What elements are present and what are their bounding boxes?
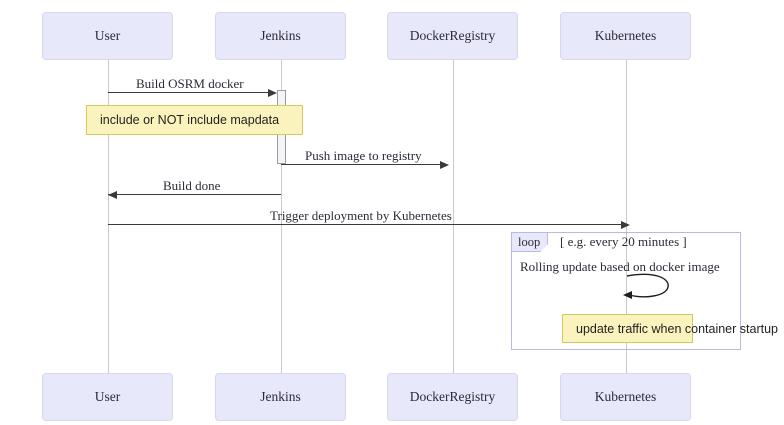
participant-dockerregistry-top[interactable]: DockerRegistry <box>387 12 518 60</box>
participant-dockerregistry-bottom[interactable]: DockerRegistry <box>387 373 518 421</box>
participant-label: User <box>94 28 121 43</box>
participant-label: DockerRegistry <box>409 28 496 43</box>
participant-label: Kubernetes <box>594 28 657 43</box>
self-message-arrow-rolling-update <box>623 273 669 299</box>
lifeline-dockerregistry <box>453 60 454 373</box>
message-arrowhead-build-osrm-docker <box>268 88 277 97</box>
loop-fragment <box>511 232 741 350</box>
message-line-build-osrm-docker <box>108 92 273 93</box>
message-arrowhead-build-done <box>108 190 117 199</box>
loop-operator-label: loop <box>518 234 541 249</box>
loop-fragment-operator-tab: loop <box>512 233 549 252</box>
participant-user-bottom[interactable]: User <box>42 373 173 421</box>
loop-fragment-guard: [ e.g. every 20 minutes ] <box>560 234 687 249</box>
message-line-push-image-to-registry <box>281 164 445 165</box>
participant-label: Kubernetes <box>594 389 657 404</box>
participant-jenkins-bottom[interactable]: Jenkins <box>215 373 346 421</box>
lifeline-jenkins <box>281 60 282 373</box>
participant-kubernetes-top[interactable]: Kubernetes <box>560 12 691 60</box>
note-text: update traffic when container startup <box>576 321 778 336</box>
message-label-rolling-update: Rolling update based on docker image <box>520 259 720 274</box>
message-arrowhead-trigger-deployment <box>621 220 630 229</box>
participant-label: DockerRegistry <box>409 389 496 404</box>
note-mapdata: include or NOT include mapdata <box>86 105 303 135</box>
participant-jenkins-top[interactable]: Jenkins <box>215 12 346 60</box>
message-label-push-image-to-registry: Push image to registry <box>305 148 422 163</box>
message-label-trigger-deployment: Trigger deployment by Kubernetes <box>270 208 452 223</box>
note-text: include or NOT include mapdata <box>100 113 280 127</box>
participant-label: Jenkins <box>260 389 301 404</box>
participant-label: Jenkins <box>260 28 301 43</box>
participant-kubernetes-bottom[interactable]: Kubernetes <box>560 373 691 421</box>
message-label-build-done: Build done <box>163 178 221 193</box>
message-arrowhead-push-image-to-registry <box>440 160 449 169</box>
message-line-trigger-deployment <box>108 224 626 225</box>
participant-label: User <box>94 389 121 404</box>
lifeline-user <box>108 60 109 373</box>
message-label-build-osrm-docker: Build OSRM docker <box>136 76 244 91</box>
note-update-traffic: update traffic when container startup <box>562 314 778 343</box>
message-line-build-done <box>108 194 281 195</box>
lifeline-kubernetes <box>626 60 627 373</box>
participant-user-top[interactable]: User <box>42 12 173 60</box>
